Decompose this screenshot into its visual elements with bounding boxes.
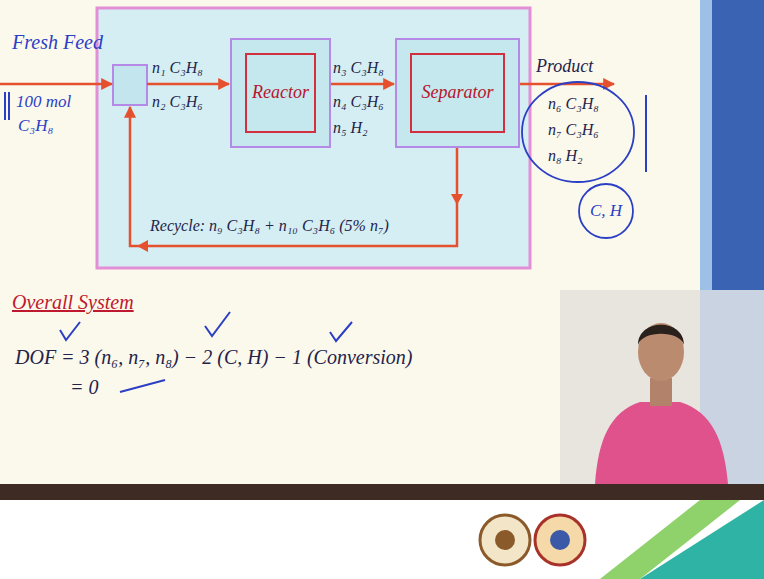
balance-note: C, H	[590, 201, 622, 221]
annotation-stroke	[120, 380, 165, 392]
annotation-bracket	[645, 95, 647, 172]
stream-variable: n₂ C₃H₆	[152, 92, 203, 111]
check-mark	[330, 322, 352, 341]
stream-title: Fresh Feed	[12, 30, 103, 54]
stream-variable: n₅ H₂	[333, 118, 368, 137]
program-logo	[550, 530, 570, 550]
reactor-box: Reactor	[230, 38, 331, 148]
presenter-head	[638, 323, 684, 381]
stream-variable: n₃ C₃H₈	[333, 58, 384, 77]
stream-title: Product	[536, 56, 593, 78]
feed-species: C₃H₈	[18, 116, 53, 136]
program-logo	[535, 515, 585, 565]
annotation-mark	[8, 92, 10, 120]
video-frame	[560, 290, 764, 484]
annotation-mark	[4, 92, 6, 120]
dof-equation: DOF = 3 (n₆, n₇, n₈) − 2 (C, H) − 1 (Con…	[15, 345, 412, 369]
feed-amount: 100 mol	[16, 92, 71, 112]
annotation-circle	[579, 184, 633, 238]
stream-variable: n₄ C₃H₆	[333, 92, 384, 111]
system-boundary	[97, 8, 530, 268]
institute-logo	[495, 530, 515, 550]
footer-ground	[0, 500, 764, 579]
reactor-feed-stream	[147, 83, 229, 86]
presenter-shirt	[595, 402, 728, 484]
unit-name: Reactor	[252, 82, 309, 104]
dof-result: = 0	[70, 375, 99, 399]
check-mark	[60, 322, 80, 340]
inner-frame: Reactor	[245, 53, 316, 133]
section-heading: Overall System	[12, 290, 134, 314]
inner-frame: Separator	[410, 53, 505, 133]
annotation-ellipse	[522, 82, 634, 182]
feed-stream	[0, 83, 112, 86]
check-mark	[205, 312, 230, 336]
side-band	[712, 0, 764, 300]
stream-variable: n₈ H₂	[548, 146, 583, 165]
separator-box: Separator	[395, 38, 520, 148]
mixer-box	[113, 65, 147, 105]
stream-variable: n₁ C₃H₈	[152, 58, 203, 77]
institute-logo	[480, 515, 530, 565]
flow-arrowhead	[137, 240, 148, 252]
side-stripe	[700, 0, 712, 300]
flow-arrowhead	[451, 194, 463, 205]
stream-variable: n₆ C₃H₈	[548, 94, 599, 113]
footer-accent	[600, 500, 740, 579]
presenter-hair	[638, 325, 684, 345]
footer-bar	[0, 484, 764, 500]
stream-arrow	[331, 83, 394, 86]
presenter-neck	[650, 378, 672, 406]
unit-name: Separator	[422, 82, 494, 104]
stream-variable: n₇ C₃H₆	[548, 120, 599, 139]
recycle-label: Recycle: n₉ C₃H₈ + n₁₀ C₃H₆ (5% n₇)	[150, 216, 389, 235]
